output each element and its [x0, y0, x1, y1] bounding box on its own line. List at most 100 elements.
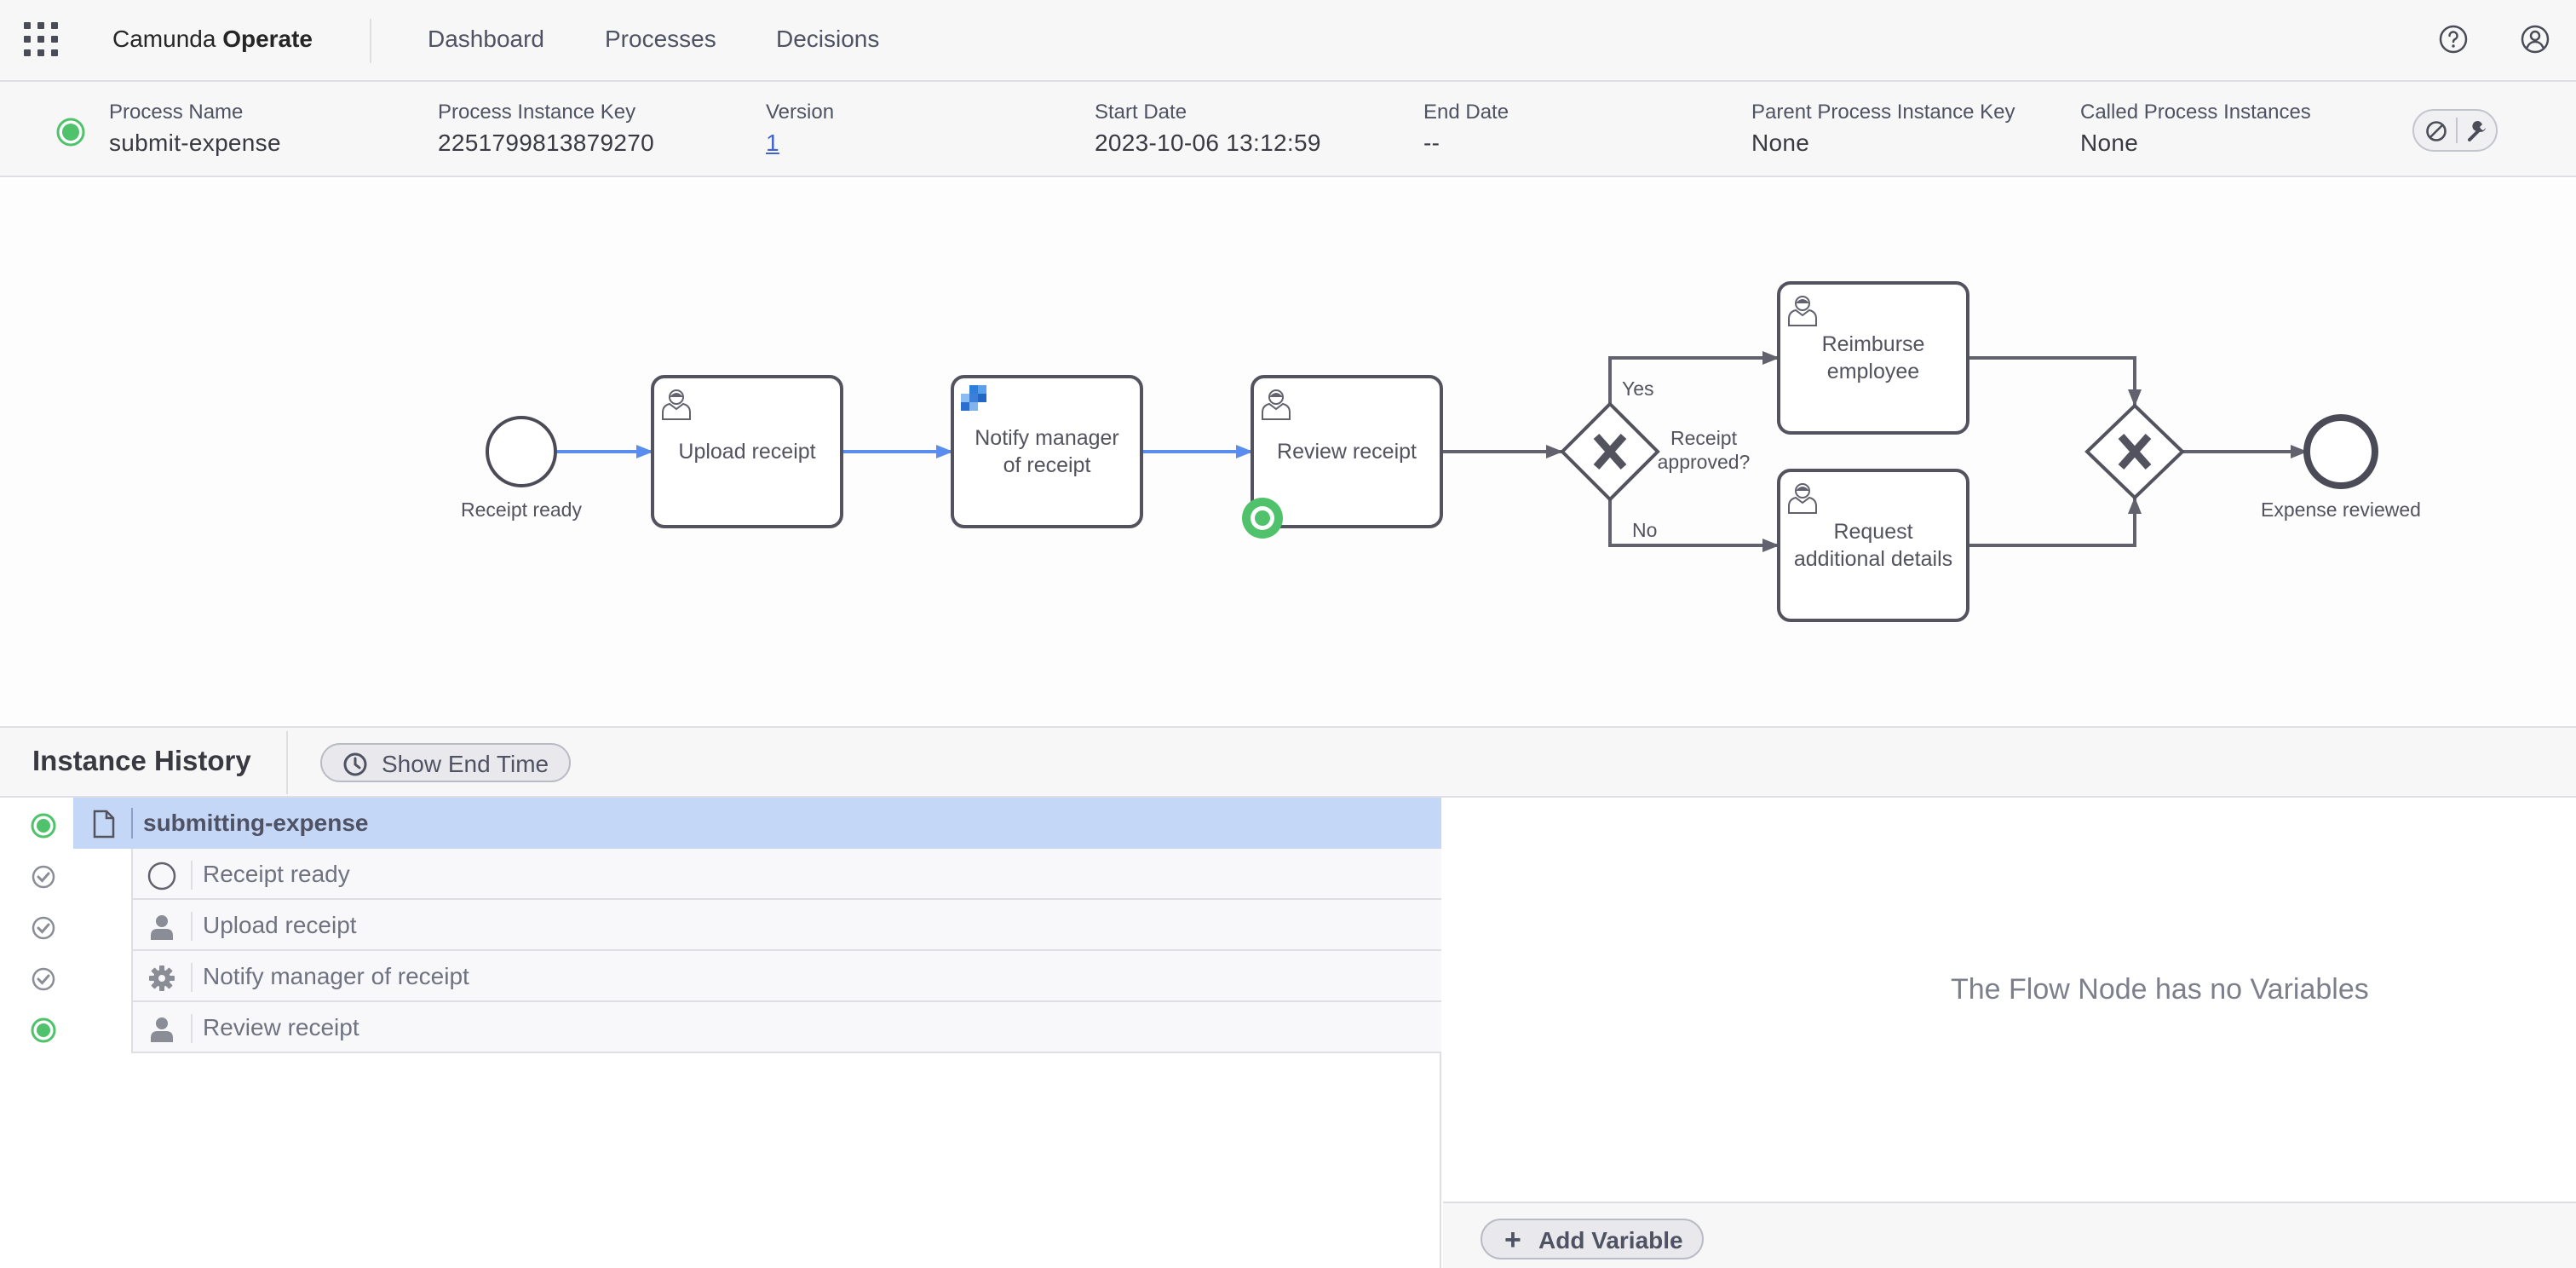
active-state-icon [56, 118, 85, 147]
add-variable-button[interactable]: + Add Variable [1481, 1219, 1704, 1259]
task-upload-label: Upload receipt [678, 440, 815, 464]
task-request-details[interactable] [1777, 469, 1969, 622]
gateway-join[interactable] [2084, 403, 2185, 500]
nav-link-decisions[interactable]: Decisions [776, 26, 880, 52]
instance-history-title: Instance History [32, 745, 251, 776]
row-separator [191, 963, 193, 992]
add-variable-label: Add Variable [1538, 1227, 1683, 1254]
process-name-label: Process Name [109, 101, 244, 124]
instance-key-label: Process Instance Key [438, 101, 636, 124]
task-notify-label-line2: of receipt [1003, 453, 1091, 477]
completed-check-icon [32, 916, 55, 940]
history-row[interactable]: Review receipt [0, 1002, 1441, 1053]
completed-check-icon [32, 967, 55, 991]
gateway-receipt-approved[interactable] [1560, 401, 1660, 502]
process-name-value: submit-expense [109, 130, 281, 156]
user-icon[interactable] [2520, 24, 2550, 55]
flow-reimburse-to-join[interactable] [1968, 356, 2142, 406]
end-date-value: -- [1423, 130, 1440, 156]
version-field: Version 1 [766, 101, 834, 157]
root-separator [131, 808, 133, 839]
instance-history-tree: submitting-expense Receipt ready Upload … [0, 798, 1441, 1268]
help-icon[interactable] [2438, 24, 2469, 55]
task-request-label-line1: Request [1833, 520, 1912, 544]
app-brand[interactable]: Camunda Operate [112, 26, 313, 53]
selected-row-highlight [73, 798, 1441, 849]
row-band [131, 951, 1441, 1002]
active-state-icon [31, 813, 56, 839]
top-navigation-bar [0, 0, 2576, 82]
start-event-receipt-ready[interactable] [486, 416, 557, 487]
task-reimburse-employee[interactable] [1777, 281, 1969, 435]
history-row-root[interactable]: submitting-expense [0, 798, 1441, 849]
instance-header [0, 82, 2576, 177]
nav-divider [370, 19, 371, 63]
version-link[interactable]: 1 [766, 130, 779, 156]
called-instances-label: Called Process Instances [2080, 101, 2311, 124]
user-task-icon [151, 1017, 173, 1042]
history-row-label: Upload receipt [203, 912, 357, 938]
brand-prefix: Camunda [112, 26, 216, 52]
user-task-icon [662, 389, 691, 420]
history-row[interactable]: Notify manager of receipt [0, 951, 1441, 1002]
history-row-label: Review receipt [203, 1014, 359, 1040]
app-switcher-icon[interactable] [24, 22, 58, 56]
plus-icon: + [1504, 1224, 1521, 1256]
history-divider [286, 731, 288, 794]
active-state-icon [31, 1017, 56, 1043]
flow-yes-label: Yes [1622, 378, 1654, 400]
user-task-icon [1788, 296, 1817, 326]
no-variables-message: The Flow Node has no Variables [1951, 973, 2369, 1006]
flow-no[interactable] [1608, 499, 1780, 552]
history-row[interactable]: Upload receipt [0, 900, 1441, 951]
called-instances-field: Called Process Instances None [2080, 101, 2311, 157]
history-row-label: Notify manager of receipt [203, 963, 469, 989]
gateway-label-line2: approved? [1658, 451, 1751, 473]
start-date-field: Start Date 2023-10-06 13:12:59 [1095, 101, 1321, 157]
flow-no-label: No [1632, 519, 1657, 541]
flow-yes[interactable] [1608, 351, 1780, 404]
history-row[interactable]: Receipt ready [0, 849, 1441, 900]
active-token-badge [1242, 498, 1283, 539]
task-notify-manager[interactable] [951, 375, 1143, 528]
process-name-field: Process Name submit-expense [109, 101, 281, 157]
row-separator [191, 861, 193, 890]
nav-link-dashboard[interactable]: Dashboard [428, 26, 544, 52]
history-root-label: submitting-expense [143, 810, 369, 836]
end-event-expense-reviewed[interactable] [2303, 414, 2378, 489]
task-review-receipt[interactable] [1251, 375, 1443, 528]
parent-key-label: Parent Process Instance Key [1751, 101, 2015, 124]
row-band [131, 900, 1441, 951]
cancel-icon[interactable] [2424, 119, 2448, 143]
row-band [131, 1002, 1441, 1053]
instance-key-value: 2251799813879270 [438, 130, 654, 156]
task-request-label-line2: additional details [1794, 547, 1952, 571]
end-event-label: Expense reviewed [2261, 499, 2421, 521]
user-task-icon [151, 915, 173, 940]
task-reimburse-label-line1: Reimburse [1822, 332, 1925, 356]
variables-panel [1443, 798, 2576, 1202]
operation-buttons [2412, 109, 2498, 152]
service-task-gear-icon [149, 965, 175, 991]
parent-key-field: Parent Process Instance Key None [1751, 101, 2015, 157]
brand-name: Operate [222, 26, 313, 52]
row-separator [191, 912, 193, 941]
show-end-time-button[interactable]: Show End Time [320, 743, 571, 782]
task-review-label: Review receipt [1277, 440, 1417, 464]
user-task-icon [1262, 389, 1291, 420]
clock-icon [343, 752, 367, 776]
gateway-label-line1: Receipt [1670, 427, 1738, 449]
modify-wrench-icon[interactable] [2465, 119, 2489, 143]
parent-key-value: None [1751, 130, 1810, 156]
version-label: Version [766, 101, 835, 124]
completed-check-icon [32, 865, 55, 889]
task-upload-receipt[interactable] [651, 375, 843, 528]
process-diagram-canvas: Receipt ready Upload receipt Notify mana… [0, 179, 2576, 724]
process-document-icon [93, 810, 115, 839]
nav-link-processes[interactable]: Processes [605, 26, 716, 52]
task-reimburse-label-line2: employee [1827, 360, 1919, 383]
flow-request-to-join[interactable] [1968, 497, 2142, 547]
start-date-value: 2023-10-06 13:12:59 [1095, 130, 1321, 156]
task-notify-label-line1: Notify manager [975, 426, 1119, 450]
history-row-label: Receipt ready [203, 861, 350, 887]
